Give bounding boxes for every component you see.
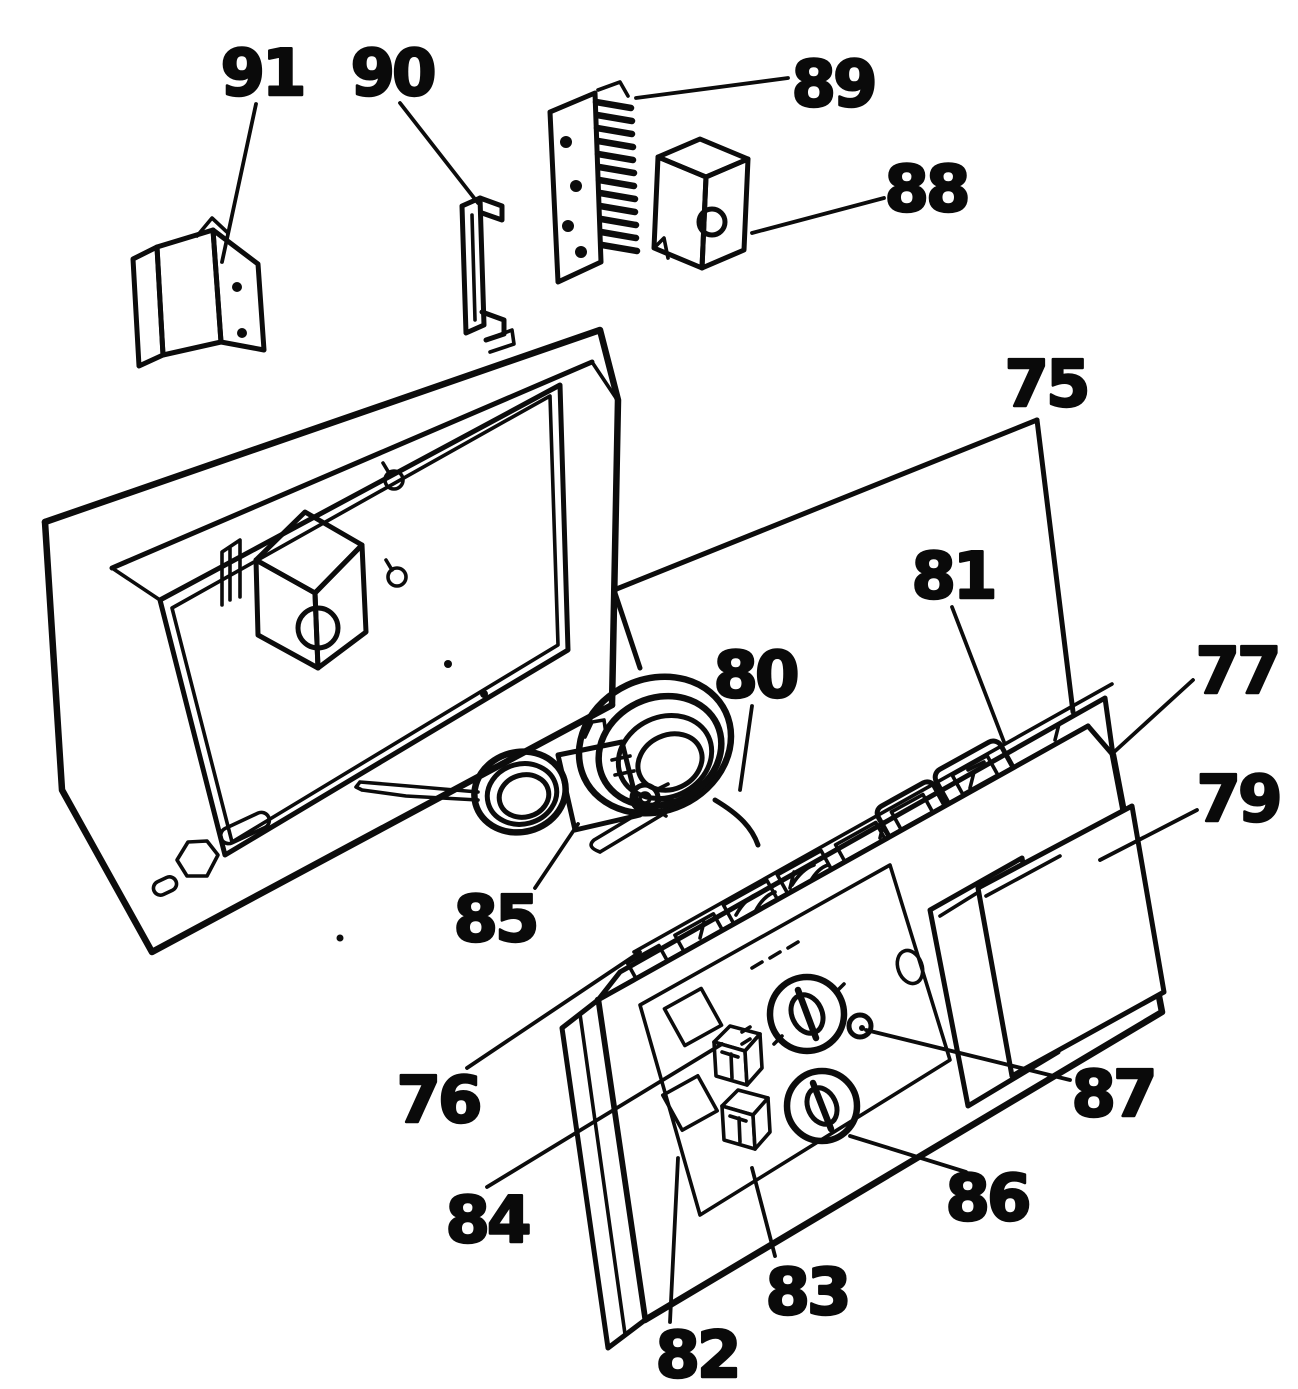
junction-box-hole bbox=[295, 605, 341, 651]
terminal-block-89 bbox=[547, 80, 641, 285]
coil-through-cutout bbox=[734, 863, 830, 917]
callout-83-label: 83 bbox=[765, 1256, 848, 1330]
switch-hole bbox=[662, 986, 724, 1048]
callout-79-label: 79 bbox=[1196, 763, 1279, 837]
control-knob-upper bbox=[766, 973, 848, 1055]
teardrop-hole bbox=[381, 461, 405, 491]
leader-89 bbox=[634, 76, 790, 100]
bracket-91 bbox=[130, 216, 267, 369]
sensor-tube bbox=[589, 796, 672, 854]
screw-dot bbox=[444, 660, 452, 668]
indicator-lamp-87 bbox=[846, 1012, 874, 1040]
back-panel-75 bbox=[611, 417, 1076, 715]
face-border bbox=[638, 863, 952, 1217]
callout-77-label: 77 bbox=[1195, 635, 1278, 709]
leader-76 bbox=[465, 950, 642, 1070]
hex-hole bbox=[175, 839, 220, 878]
screw-dot bbox=[336, 934, 344, 942]
leader-86 bbox=[848, 1134, 968, 1174]
callout-89-label: 89 bbox=[791, 48, 874, 122]
callout-87-label: 87 bbox=[1071, 1058, 1154, 1132]
bracket-hole bbox=[232, 282, 242, 292]
rocker-switch-83 bbox=[720, 1088, 772, 1151]
panel-end-cap bbox=[559, 997, 648, 1351]
oval-hole bbox=[895, 948, 925, 986]
rocker-switch-84 bbox=[712, 1024, 764, 1087]
terminal-teeth bbox=[592, 98, 641, 255]
callout-82-label: 82 bbox=[655, 1319, 738, 1389]
leader-88 bbox=[750, 196, 886, 235]
face-dashes bbox=[740, 940, 800, 1046]
leader-85 bbox=[533, 822, 580, 890]
switch-box-88 bbox=[651, 136, 751, 271]
slot-hole bbox=[218, 810, 272, 846]
callout-90-label: 90 bbox=[350, 37, 434, 111]
callout-91-label: 91 bbox=[220, 37, 303, 111]
element-coil-80 bbox=[575, 673, 761, 848]
callout-85-label: 85 bbox=[453, 883, 536, 957]
teardrop-hole bbox=[384, 558, 408, 588]
interior-bracket bbox=[220, 538, 242, 607]
callout-88-label: 88 bbox=[884, 153, 967, 227]
leader-79 bbox=[1098, 808, 1199, 862]
callout-84-label: 84 bbox=[445, 1184, 529, 1258]
junction-box bbox=[253, 509, 369, 671]
capillary-wand bbox=[354, 780, 480, 802]
callout-labels: 91 90 89 88 75 81 80 77 79 85 76 84 87 8… bbox=[219, 36, 1283, 1389]
callout-76-label: 76 bbox=[396, 1064, 480, 1138]
callout-75-label: 75 bbox=[1004, 348, 1087, 422]
notch-hole bbox=[151, 875, 179, 897]
control-knob-86 bbox=[783, 1067, 861, 1145]
leader-83 bbox=[750, 1166, 777, 1258]
terminal-hole bbox=[575, 246, 587, 258]
leader-77 bbox=[1111, 678, 1195, 755]
leader-81 bbox=[950, 605, 1006, 744]
terminal-hole bbox=[562, 220, 574, 232]
leader-84 bbox=[485, 1042, 724, 1189]
cabinet-housing bbox=[41, 326, 622, 956]
leader-lines bbox=[220, 76, 1199, 1324]
leader-80 bbox=[738, 704, 754, 792]
callout-80-label: 80 bbox=[713, 639, 797, 713]
knob-pointer bbox=[809, 1079, 835, 1133]
leader-87 bbox=[864, 1028, 1072, 1082]
leader-82 bbox=[668, 1156, 680, 1324]
bracket-hole bbox=[237, 328, 247, 338]
knob-pointer bbox=[794, 986, 820, 1042]
screw-dot bbox=[480, 690, 488, 698]
box-boss bbox=[696, 206, 728, 238]
leader-91 bbox=[220, 102, 258, 264]
leader-90 bbox=[398, 101, 480, 205]
callout-86-label: 86 bbox=[945, 1162, 1029, 1236]
terminal-hole bbox=[560, 136, 572, 148]
clip-90 bbox=[459, 195, 516, 354]
switch-hole bbox=[661, 1074, 719, 1132]
cover-plate-79 bbox=[975, 803, 1167, 1079]
callout-81-label: 81 bbox=[911, 540, 994, 614]
terminal-hole bbox=[570, 180, 582, 192]
